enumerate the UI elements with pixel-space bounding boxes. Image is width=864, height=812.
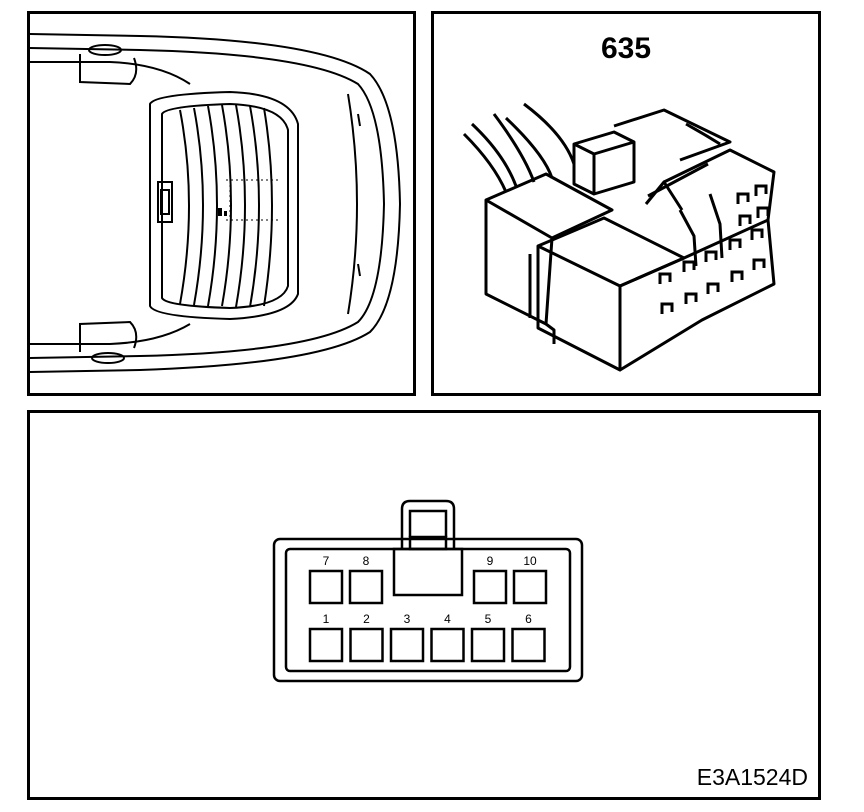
connector-face-view: 7 8 9 10 1 2 3 4 5 6 E3A1524D [27,410,821,800]
pin-label-2: 2 [363,612,370,626]
locking-tab [400,499,456,549]
connector-3d-view: 635 [431,11,821,396]
pin-cavity-4 [430,627,465,663]
pin-cavity-2 [349,627,384,663]
pin-label-1: 1 [323,612,330,626]
pin-label-9: 9 [487,554,494,568]
car-top-view-drawing [30,33,402,373]
pin-label-10: 10 [523,554,537,568]
pin-cavity-8 [348,569,384,605]
pin-label-4: 4 [444,612,451,626]
pin-cavity-5 [470,627,506,663]
pin-cavity-10 [512,569,548,605]
pin-cavity-1 [308,627,344,663]
pin-cavity-3 [389,627,425,663]
connector-number: 635 [600,32,652,65]
pin-label-3: 3 [404,612,411,626]
connector-housing [272,537,584,683]
pin-cavity-7 [308,569,344,605]
pin-label-6: 6 [525,612,532,626]
pin-label-7: 7 [323,554,330,568]
reference-code: E3A1524D [696,764,808,790]
car-location-view [27,11,416,396]
pin-cavity-6 [511,627,546,663]
pin-cavity-9 [472,569,508,605]
connector-face-drawing: 7 8 9 10 1 2 3 4 5 6 [272,499,584,683]
pin-label-5: 5 [485,612,492,626]
connector-3d-drawing [462,102,776,372]
pin-label-8: 8 [363,554,370,568]
